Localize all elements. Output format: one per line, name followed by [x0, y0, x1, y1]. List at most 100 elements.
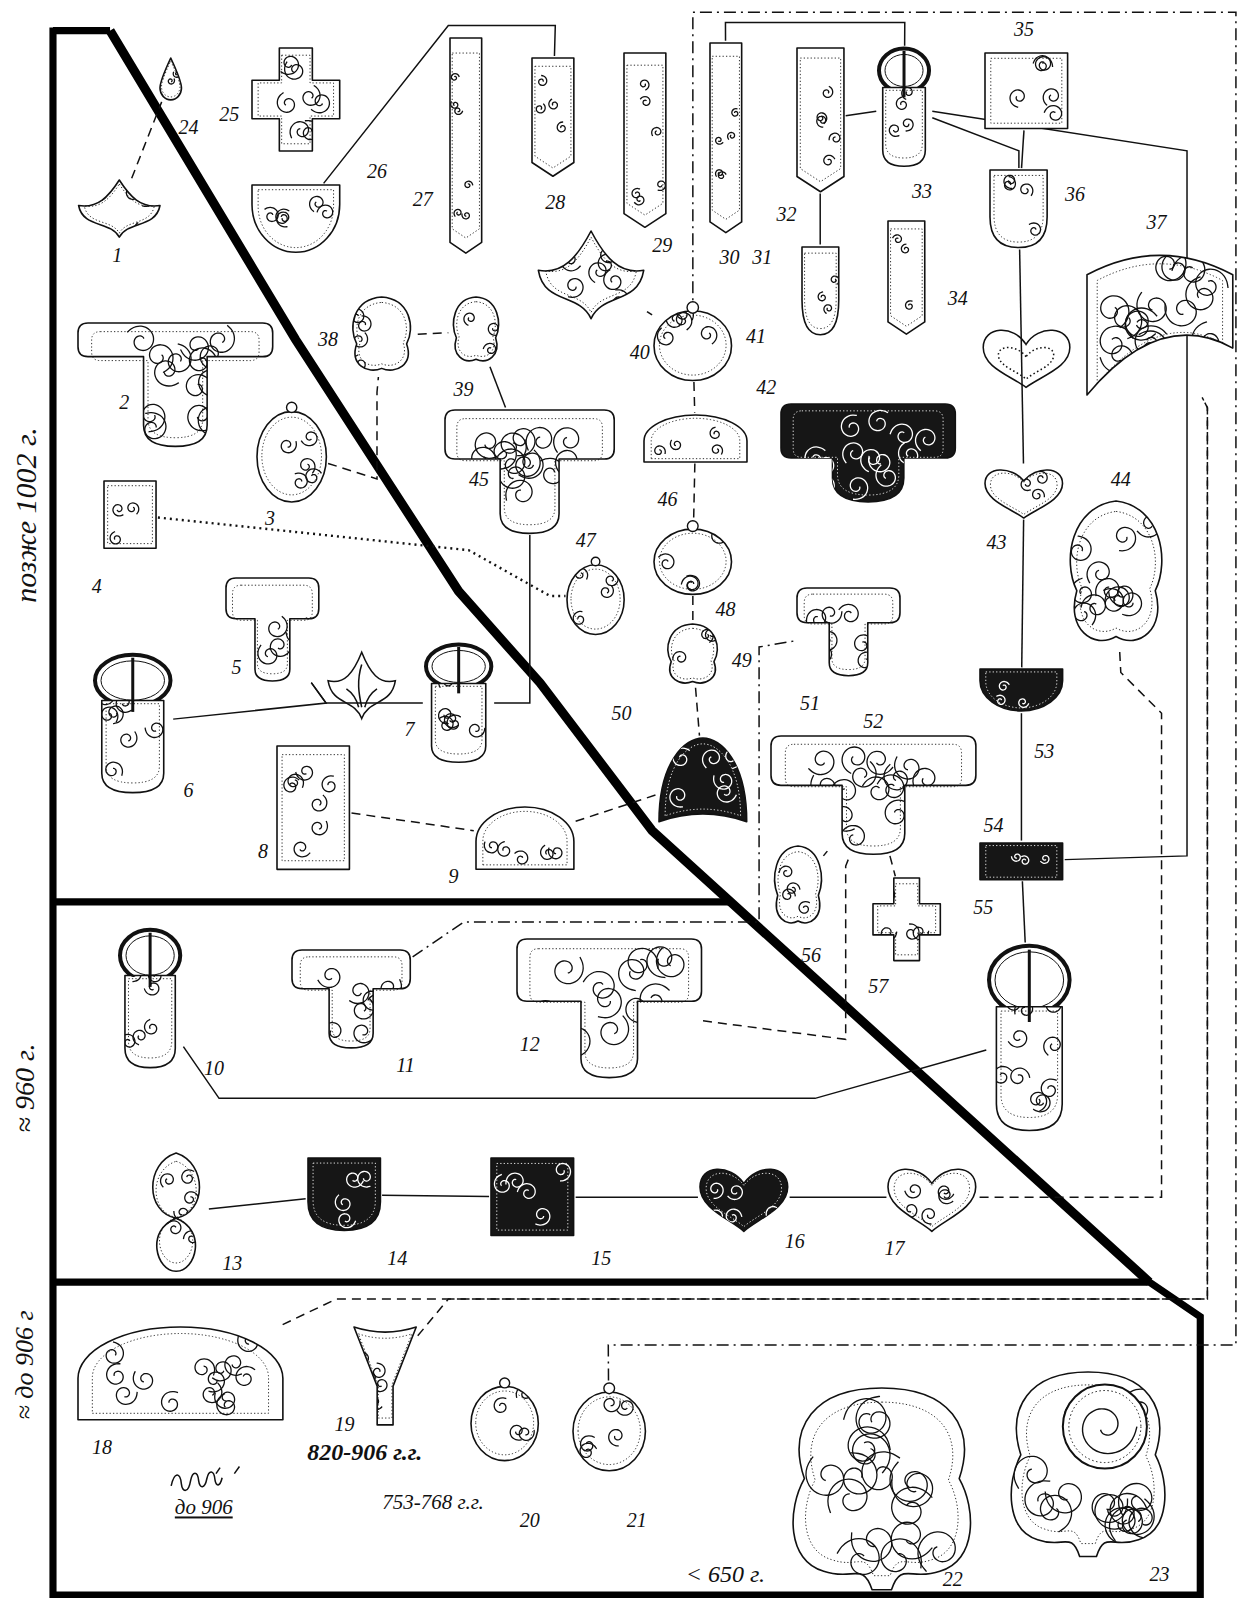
- ornament-curl: [625, 999, 655, 1023]
- frame-outline: [53, 28, 1200, 1595]
- link-line: [576, 1196, 698, 1198]
- fitting-drawing: [886, 1162, 978, 1233]
- ornament-curl: [130, 968, 141, 982]
- ornament-curl: [469, 724, 484, 736]
- ornament-curl: [101, 707, 117, 722]
- link-line: [694, 464, 695, 520]
- callout-number: 7: [405, 719, 415, 739]
- fitting-border-dots: [886, 90, 923, 158]
- fitting-border-dots: [129, 979, 172, 1058]
- fitting-outline: [771, 736, 976, 854]
- fitting-border-dots: [786, 744, 962, 846]
- ornament-curl: [190, 348, 218, 371]
- fitting-drawing: [769, 734, 978, 856]
- ornament-curls: [806, 1396, 955, 1574]
- fitting-border-dots: [665, 743, 740, 815]
- ornament-curls: [281, 432, 321, 488]
- fitting-border-dots: [626, 65, 662, 215]
- fitting-outline: [101, 701, 163, 793]
- fitting-outline: [308, 1158, 380, 1230]
- ornament-curl: [899, 443, 918, 465]
- fitting-outline: [990, 170, 1047, 248]
- fitting-node: 34: [886, 219, 927, 336]
- fitting-outline: [985, 53, 1068, 128]
- fitting-outline: [450, 38, 482, 253]
- fitting-border-dots: [435, 686, 482, 754]
- ornament-curl: [143, 404, 165, 431]
- ornament-curl: [858, 652, 877, 668]
- ornament-curls: [817, 86, 840, 165]
- callout-number: 29: [652, 235, 672, 255]
- ornament-curl: [1042, 1080, 1057, 1097]
- fitting-drawing: [530, 56, 576, 178]
- fitting-outline: [454, 297, 499, 361]
- ornament-curls: [1012, 854, 1049, 864]
- ornament-curl: [301, 432, 317, 446]
- fitting-node: 7: [423, 642, 494, 764]
- ornament-curl: [1100, 326, 1133, 354]
- callout-number: 9: [448, 866, 458, 886]
- ornament-curl: [905, 1184, 921, 1197]
- ornament-curl: [164, 957, 178, 970]
- ornament-curl: [514, 851, 527, 864]
- fitting-drawing: [535, 229, 647, 321]
- fitting-border-dots: [706, 1173, 781, 1226]
- ornament-curl: [309, 197, 322, 212]
- ornament-curl: [150, 345, 174, 373]
- fitting-drawing: [978, 841, 1065, 882]
- ornament-curl: [211, 325, 235, 352]
- fitting-border-dots: [258, 190, 333, 248]
- callout-number: 38: [318, 329, 338, 349]
- ornament-curl: [162, 1391, 178, 1411]
- fitting-node: 31: [800, 245, 841, 337]
- heart-drawing: [983, 330, 1070, 387]
- ornament-curl: [1025, 1481, 1053, 1516]
- ornament-curl: [996, 696, 1005, 705]
- fitting-node: 1: [76, 178, 163, 239]
- ornament-curl: [317, 205, 333, 218]
- fitting-border-dots: [804, 253, 836, 328]
- ornament-curl: [213, 1361, 232, 1380]
- heart-inner: [998, 348, 1053, 380]
- fitting-outline: [985, 470, 1063, 518]
- fitting-node: 46: [642, 413, 749, 464]
- fitting-outline: [104, 481, 156, 548]
- ornament-curl: [891, 1522, 932, 1559]
- ornament-curl: [561, 254, 580, 271]
- ornament-curl: [359, 316, 371, 331]
- fitting-node: 36: [988, 168, 1049, 250]
- fitting-border-dots: [93, 1333, 269, 1413]
- date-label: < 650 г.: [686, 1561, 765, 1587]
- fitting-drawing: [352, 1325, 418, 1427]
- hanging-loop: [688, 520, 699, 531]
- fitting-drawing: [652, 520, 734, 596]
- ornament-curl: [726, 749, 742, 768]
- fitting-border-dots: [92, 332, 259, 438]
- buckle-tongue: [131, 658, 134, 712]
- fitting-node: 39: [448, 295, 504, 366]
- fitting-drawing: [290, 948, 412, 1050]
- ornament-curls: [264, 197, 332, 227]
- fitting-node: 54: [978, 841, 1065, 882]
- date-label: до 906: [175, 1496, 233, 1519]
- ornament-curl: [576, 569, 588, 580]
- fitting-drawing: [988, 168, 1049, 250]
- ornament-curl: [673, 651, 686, 661]
- ornament-curl: [779, 866, 792, 876]
- ornament-curl: [607, 574, 619, 586]
- ornament-curls: [110, 503, 139, 544]
- fitting-border-dots: [457, 418, 603, 524]
- ornament-curl: [732, 108, 738, 115]
- ornament-curl: [354, 333, 368, 347]
- ornament-curl: [541, 458, 565, 483]
- link-line: [382, 1195, 489, 1196]
- fitting-drawing: [76, 1325, 285, 1422]
- fitting-outline: [710, 43, 742, 233]
- ornament-curl: [452, 73, 460, 79]
- fitting-node: 23: [1004, 1370, 1172, 1558]
- fitting-outline: [125, 976, 175, 1068]
- ornament-curl: [451, 101, 458, 108]
- ornament-curl: [484, 842, 497, 853]
- ornament-curl: [498, 841, 510, 856]
- ornament-curl: [535, 1209, 549, 1225]
